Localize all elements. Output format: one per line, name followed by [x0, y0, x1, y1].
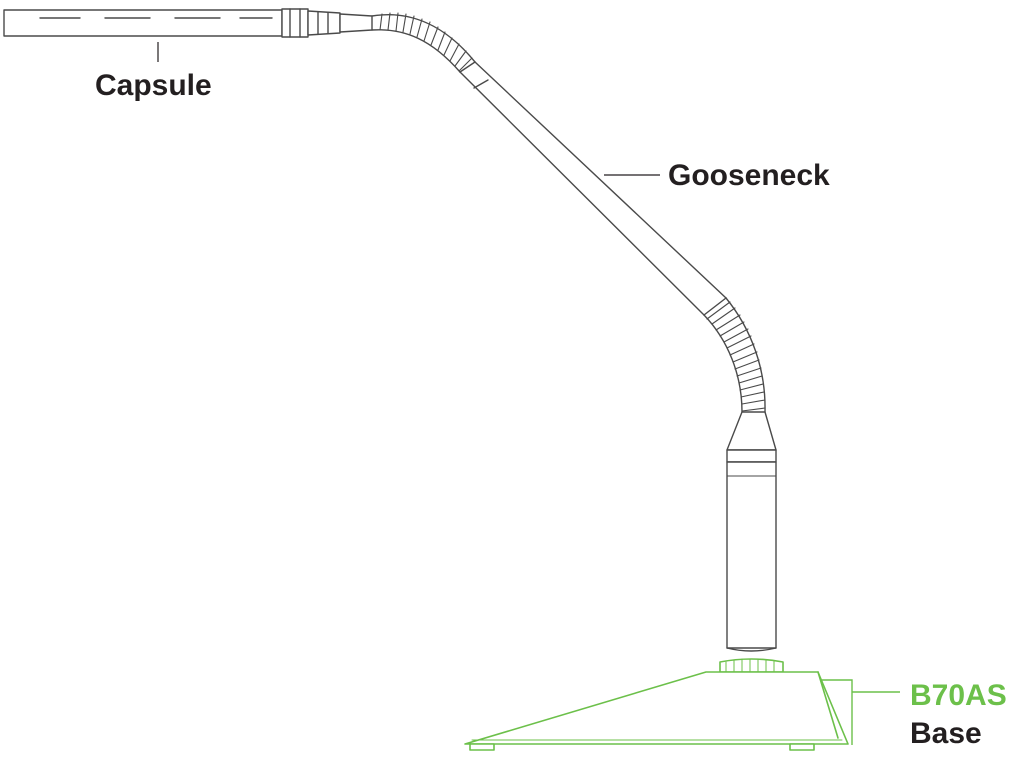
base-leader-line — [820, 679, 900, 745]
gooseneck-tube — [459, 61, 727, 316]
base-label: Base — [910, 717, 982, 750]
gooseneck-label: Gooseneck — [668, 159, 830, 192]
gooseneck-lower-flex — [703, 297, 766, 413]
base-part — [464, 658, 849, 751]
base-model-label: B70AS — [910, 679, 1007, 712]
gooseneck-upper-flex — [371, 12, 476, 73]
capsule-part — [3, 8, 373, 38]
preamp-body — [726, 411, 777, 652]
capsule-label: Capsule — [95, 69, 212, 102]
